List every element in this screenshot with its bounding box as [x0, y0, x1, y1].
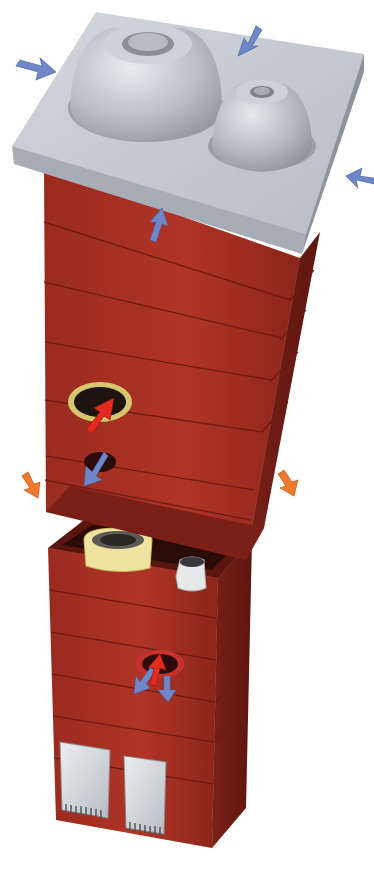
arrow-blue-right: [346, 168, 374, 188]
ceramic-flue-outlet: [68, 24, 224, 142]
arrow-orange-left: [22, 472, 40, 498]
cleanout-door-left: [60, 742, 110, 818]
cleanout-door-right: [124, 756, 166, 835]
arrow-orange-right: [278, 470, 298, 496]
arrow-blue-left: [16, 58, 56, 80]
